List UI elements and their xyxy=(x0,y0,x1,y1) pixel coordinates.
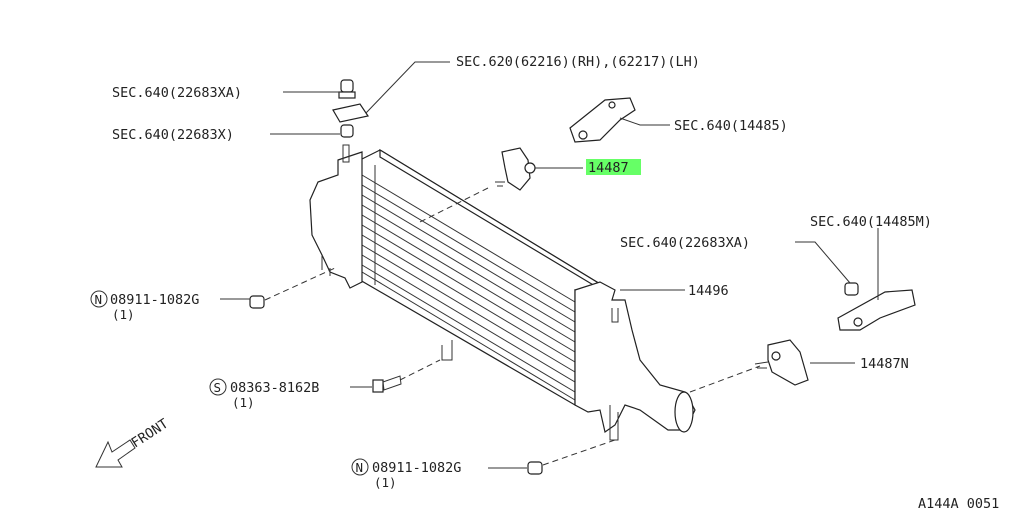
front-arrow: FRONT xyxy=(95,416,171,468)
bracket-14485-shape xyxy=(569,97,636,143)
label-08911-bottom[interactable]: 08911-1082G xyxy=(372,460,461,476)
qty-08363: (1) xyxy=(232,395,255,410)
label-sec640-22683xa-right[interactable]: SEC.640(22683XA) xyxy=(620,235,750,251)
rubber-bushing-upper xyxy=(340,79,354,93)
bracket-14485 xyxy=(569,97,636,143)
qty-08911-bottom: (1) xyxy=(374,475,397,490)
label-08363[interactable]: 08363-8162B xyxy=(230,380,319,396)
bracket-14487n-shape xyxy=(767,339,809,386)
n-prefix-circle-top xyxy=(90,290,108,308)
bracket-14487n xyxy=(754,339,809,386)
intercooler-core xyxy=(359,149,611,407)
rubber-bushing-right xyxy=(844,282,859,296)
bracket-14485m-shape xyxy=(837,289,916,331)
front-arrow-icon xyxy=(95,439,136,468)
top-stud xyxy=(342,144,350,163)
label-sec640-22683x[interactable]: SEC.640(22683X) xyxy=(112,127,234,143)
left-end-tank xyxy=(309,151,363,289)
n-prefix-top: N xyxy=(95,292,103,307)
label-part-14487n[interactable]: 14487N xyxy=(860,356,909,372)
bolt-shank xyxy=(382,375,402,391)
assembly-lines xyxy=(264,187,761,466)
top-mount-parts xyxy=(332,79,369,138)
label-08911-top[interactable]: 08911-1082G xyxy=(110,292,199,308)
lower-bracket xyxy=(441,340,453,361)
qty-08911-top: (1) xyxy=(112,307,135,322)
rubber-bushing-lower xyxy=(340,124,354,138)
label-sec620[interactable]: SEC.620(62216)(RH),(62217)(LH) xyxy=(456,54,700,70)
n-prefix-bottom: N xyxy=(356,460,364,475)
nut-bottom xyxy=(527,461,543,475)
mount-bracket-plate xyxy=(332,103,369,123)
label-sec640-14485[interactable]: SEC.640(14485) xyxy=(674,118,788,134)
n-prefix-circle-bottom xyxy=(351,458,369,476)
label-sec640-22683xa-top[interactable]: SEC.640(22683XA) xyxy=(112,85,242,101)
bushing-washer xyxy=(338,91,356,99)
bracket-14485m xyxy=(837,282,916,331)
s-prefix: S xyxy=(214,380,222,395)
diagram-id: A144A 0051 xyxy=(918,496,999,512)
bracket-14487-shape xyxy=(501,147,531,191)
label-part-14487[interactable]: 14487 xyxy=(588,160,629,176)
fasteners xyxy=(249,295,543,475)
s-prefix-circle xyxy=(209,378,227,396)
intercooler-fins xyxy=(361,165,576,401)
outlet-pipe-end xyxy=(674,391,694,433)
front-label: FRONT xyxy=(128,416,171,452)
intercooler-assembly xyxy=(309,144,696,441)
label-part-14496[interactable]: 14496 xyxy=(688,283,729,299)
nut-top xyxy=(249,295,265,309)
leader-lines xyxy=(220,61,879,469)
highlight-14487 xyxy=(586,159,641,175)
label-sec640-14485m[interactable]: SEC.640(14485M) xyxy=(810,214,932,230)
bolt-head xyxy=(372,379,384,393)
bracket-14487 xyxy=(495,147,536,191)
